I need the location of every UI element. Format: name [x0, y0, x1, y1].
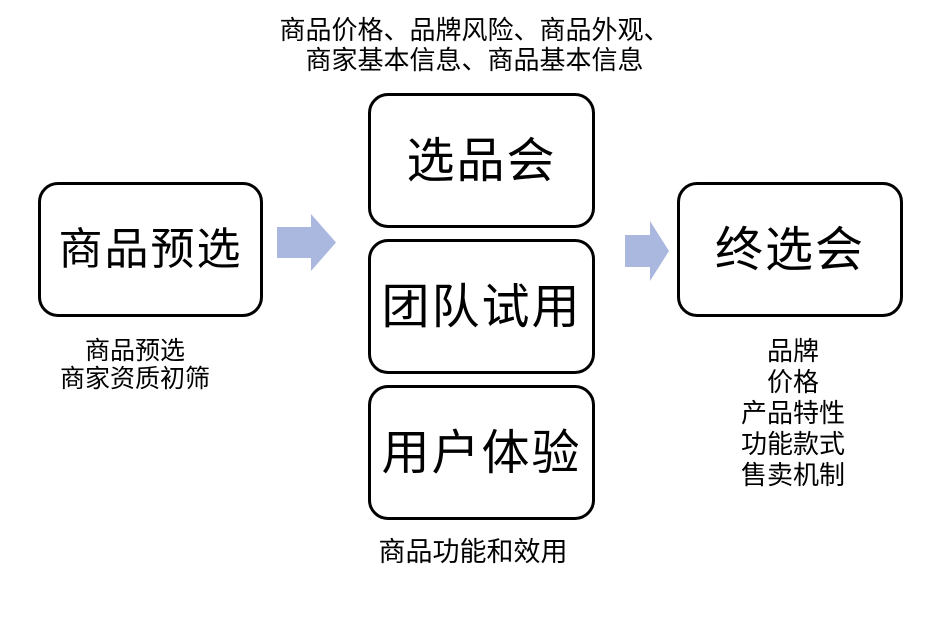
- final-criteria-list: 品牌 价格 产品特性 功能款式 售卖机制: [673, 337, 913, 492]
- prescreen-caption: 商品预选 商家资质初筛: [15, 337, 255, 393]
- middle-caption-text: 商品功能和效用: [378, 537, 568, 568]
- criteria-item: 售卖机制: [740, 461, 845, 491]
- arrow-right-icon: [277, 214, 336, 271]
- prescreen-caption-line-2: 商家资质初筛: [59, 364, 210, 393]
- user-experience-box: 用户体验: [368, 385, 595, 520]
- top-note-line-2: 商家基本信息、商品基本信息: [305, 46, 644, 76]
- product-prescreen-box-label: 商品预选: [58, 223, 243, 275]
- user-experience-box-label: 用户体验: [381, 424, 582, 481]
- final-selection-box-label: 终选会: [714, 221, 865, 278]
- team-trial-box-label: 团队试用: [381, 278, 582, 335]
- selection-meeting-box: 选品会: [368, 93, 595, 228]
- top-note: 商品价格、品牌风险、商品外观、 商家基本信息、商品基本信息: [0, 16, 949, 76]
- middle-caption: 商品功能和效用: [353, 530, 593, 569]
- top-note-line-1: 商品价格、品牌风险、商品外观、: [279, 16, 670, 46]
- arrow-right-icon: [625, 221, 669, 281]
- team-trial-box: 团队试用: [368, 239, 595, 374]
- criteria-item: 品牌: [766, 337, 819, 367]
- criteria-item: 功能款式: [740, 430, 845, 460]
- arrow-right-shape: [277, 214, 336, 271]
- criteria-item: 产品特性: [740, 399, 845, 429]
- selection-meeting-box-label: 选品会: [406, 132, 557, 189]
- prescreen-caption-line-1: 商品预选: [84, 336, 185, 365]
- final-selection-box: 终选会: [677, 182, 903, 317]
- product-prescreen-box: 商品预选: [38, 182, 263, 317]
- criteria-item: 价格: [766, 368, 819, 398]
- arrow-right-shape: [625, 221, 669, 281]
